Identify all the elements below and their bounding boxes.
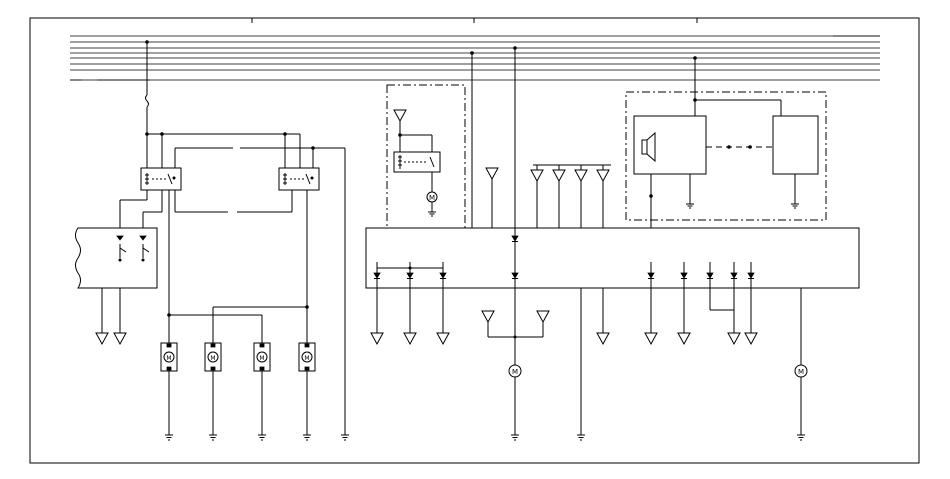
ground-symbol xyxy=(511,435,519,440)
motor-1-icon: M xyxy=(161,343,177,371)
control-unit-box xyxy=(366,228,859,288)
svg-text:M: M xyxy=(210,355,215,362)
motor-3-icon: M xyxy=(254,343,270,371)
output-terminal-icon xyxy=(678,333,690,344)
svg-text:M: M xyxy=(429,194,435,202)
output-terminal-icon xyxy=(371,333,383,344)
input-6-icon xyxy=(482,311,494,322)
ground-symbol xyxy=(209,435,217,440)
svg-text:M: M xyxy=(166,355,171,362)
antenna-icon xyxy=(394,110,406,121)
ground-symbol xyxy=(258,435,266,440)
output-terminal-icon xyxy=(645,333,657,344)
ground-symbol xyxy=(303,435,311,440)
input-5-icon xyxy=(597,170,609,181)
relay-right-icon xyxy=(279,168,319,190)
motor-4-icon: M xyxy=(299,343,315,371)
motor-2-icon: M xyxy=(205,343,221,371)
output-terminal-icon xyxy=(745,333,757,344)
output-terminal-icon xyxy=(404,333,416,344)
relay-left-icon xyxy=(141,168,181,190)
relay-aux-icon xyxy=(394,152,440,172)
switch-panel-box xyxy=(76,228,158,288)
ground-symbol xyxy=(797,435,805,440)
svg-text:M: M xyxy=(512,368,518,376)
ground-symbol xyxy=(165,435,173,440)
power-bus xyxy=(70,36,880,80)
speaker-driver-box xyxy=(773,116,818,174)
input-3-icon xyxy=(553,170,565,181)
ground-symbol xyxy=(577,435,585,440)
output-terminal-icon xyxy=(437,333,449,344)
ground-symbol xyxy=(341,435,349,440)
ground-2-icon xyxy=(114,333,126,344)
input-1-icon xyxy=(486,168,498,179)
svg-text:M: M xyxy=(304,355,309,362)
svg-text:M: M xyxy=(259,355,264,362)
speaker-module-box xyxy=(626,92,826,220)
speaker-icon xyxy=(642,133,655,161)
input-7-icon xyxy=(537,311,549,322)
input-2-icon xyxy=(531,170,543,181)
ground-1-icon xyxy=(96,333,108,344)
svg-text:M: M xyxy=(798,368,804,376)
output-terminal-icon xyxy=(728,333,740,344)
input-4-icon xyxy=(575,170,587,181)
left-feed xyxy=(145,40,345,435)
output-terminal-icon xyxy=(597,333,609,344)
